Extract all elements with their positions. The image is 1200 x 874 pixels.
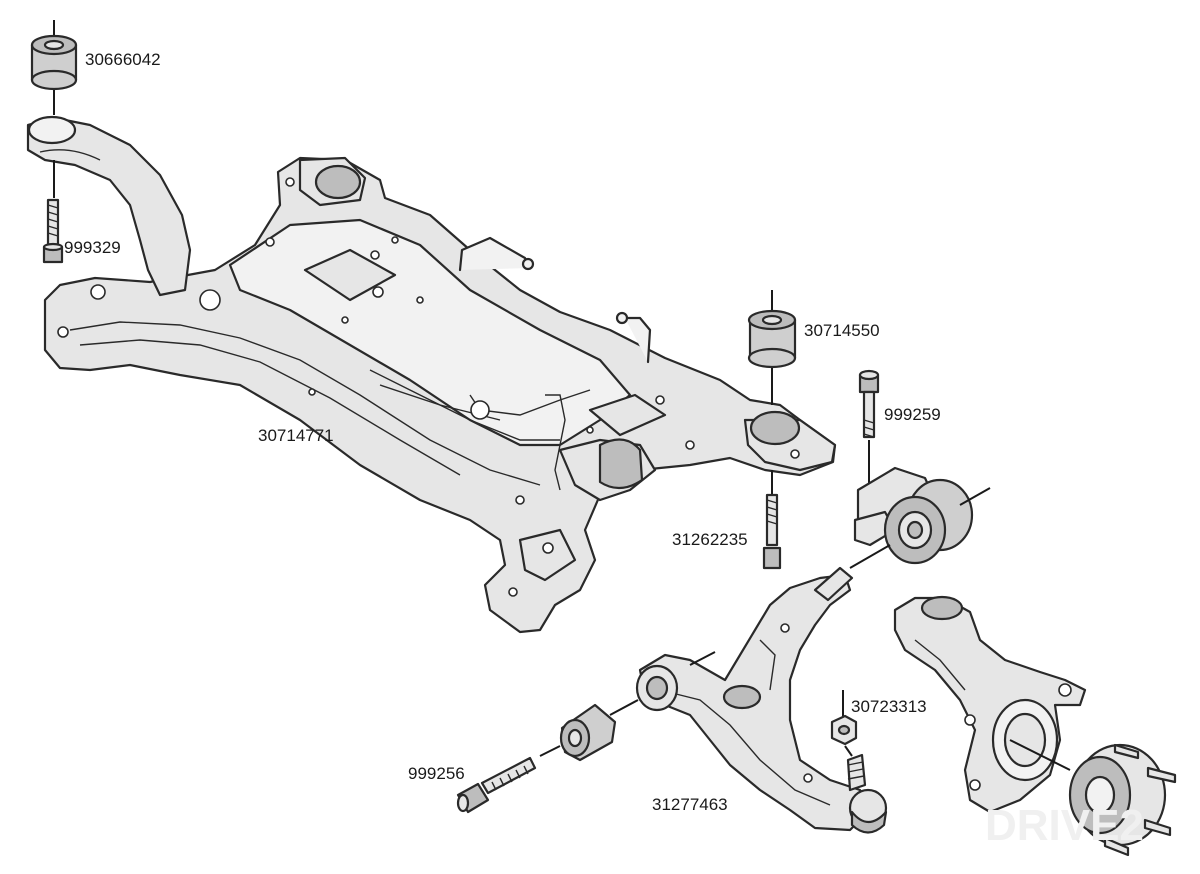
wheel-hub bbox=[1009, 739, 1177, 857]
front-subframe bbox=[43, 156, 837, 634]
label-subframe-bolt: 31262235 bbox=[672, 530, 748, 549]
label-subframe: 30714771 bbox=[258, 426, 334, 445]
label-rear-bolt: 999329 bbox=[64, 238, 121, 257]
steering-knuckle bbox=[893, 595, 1087, 814]
part-labels: 30666042 999329 30714771 30714550 999259… bbox=[64, 50, 941, 814]
label-arm-bolt: 999256 bbox=[408, 764, 465, 783]
label-upper-bushing: 30666042 bbox=[85, 50, 161, 69]
label-mount-bolt: 999259 bbox=[884, 405, 941, 424]
label-rear-mount-bushing: 30714550 bbox=[804, 321, 880, 340]
lower-control-arm bbox=[635, 566, 888, 834]
label-ball-joint-nut: 30723313 bbox=[851, 697, 927, 716]
rear-bolt bbox=[42, 160, 64, 264]
rear-mount-bushing bbox=[747, 290, 797, 405]
arm-rear-bushing bbox=[849, 466, 991, 569]
mount-bolt bbox=[858, 369, 880, 500]
watermark: DRIVE2 bbox=[985, 801, 1144, 850]
arm-front-bushing bbox=[539, 699, 639, 762]
ball-joint-nut bbox=[830, 690, 858, 757]
subframe-bolt bbox=[762, 470, 782, 570]
upper-bushing bbox=[30, 20, 78, 115]
left-rear-arm bbox=[26, 115, 192, 297]
label-control-arm: 31277463 bbox=[652, 795, 728, 814]
arm-bolt bbox=[456, 756, 537, 814]
